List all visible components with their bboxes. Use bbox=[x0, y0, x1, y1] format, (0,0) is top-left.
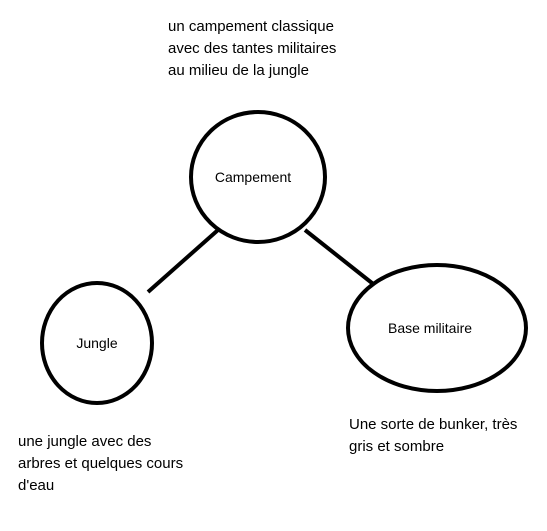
node-label-base-militaire: Base militaire bbox=[388, 320, 472, 336]
note-campement: un campement classique avec des tantes m… bbox=[168, 18, 337, 79]
note-jungle: une jungle avec des arbres et quelques c… bbox=[18, 433, 184, 494]
edge-campement-jungle bbox=[146, 228, 220, 294]
node-label-campement: Campement bbox=[215, 169, 291, 185]
note-base-militaire: Une sorte de bunker, très gris et sombre bbox=[349, 416, 518, 455]
node-campement[interactable]: Campement bbox=[189, 110, 327, 244]
edge-campement-base bbox=[303, 228, 379, 289]
node-base-militaire[interactable]: Base militaire bbox=[346, 263, 528, 393]
node-jungle[interactable]: Jungle bbox=[40, 281, 154, 405]
node-label-jungle: Jungle bbox=[76, 335, 117, 351]
